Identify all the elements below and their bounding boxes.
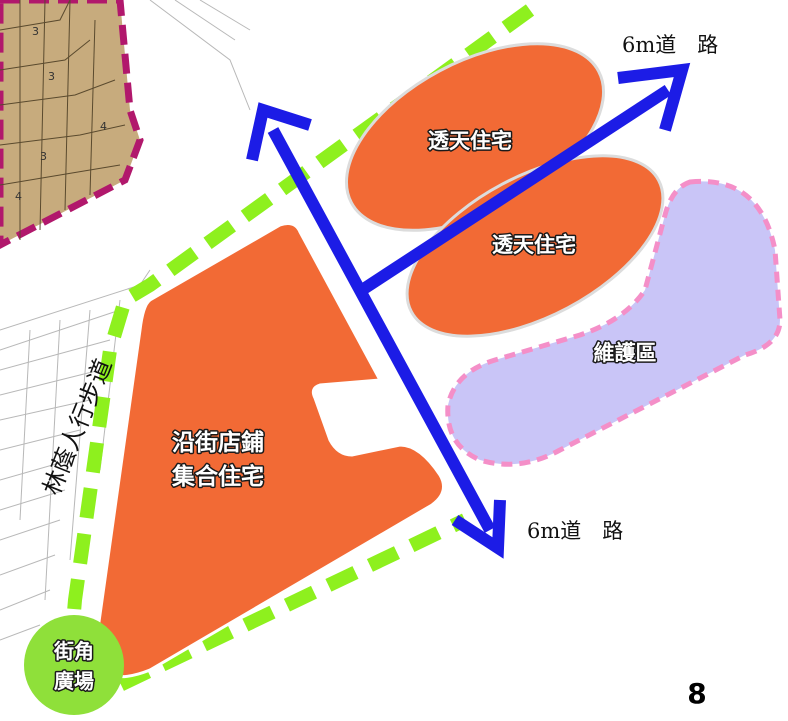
arrowhead-right <box>617 62 691 132</box>
parcel-lot-number: 3 <box>48 70 55 83</box>
plaza-label-line1: 街角 <box>53 639 94 663</box>
townhouse-zone-lower <box>405 154 665 338</box>
corner-plaza <box>24 615 124 715</box>
arrowhead-top-left <box>246 102 312 162</box>
parcel-lot-number: 3 <box>32 25 39 38</box>
site-boundary-dashed <box>62 4 535 693</box>
arrowhead-bottom <box>451 499 506 559</box>
shop-label-line2: 集合住宅 <box>171 463 264 490</box>
parcel-lot-number: 4 <box>15 190 22 203</box>
road-label-top: 6m道 路 <box>622 33 718 57</box>
road-label-bottom: 6m道 路 <box>527 519 623 543</box>
parcel-lot-number: 3 <box>40 150 47 163</box>
plaza-label-line2: 廣場 <box>54 669 94 693</box>
road-main-axis <box>267 127 496 533</box>
existing-parcel-block: 3 3 4 3 4 <box>0 0 144 249</box>
road-branch <box>358 84 672 296</box>
road-arrows <box>246 62 691 559</box>
townhouse-label-lower: 透天住宅 <box>492 233 576 257</box>
parcel-lot-number: 4 <box>100 120 107 133</box>
maintenance-zone <box>445 178 783 467</box>
townhouse-label-upper: 透天住宅 <box>428 129 512 153</box>
page-number: 8 <box>687 677 706 710</box>
shop-label-line1: 沿街店鋪 <box>172 429 264 456</box>
maintenance-label: 維護區 <box>594 341 657 365</box>
